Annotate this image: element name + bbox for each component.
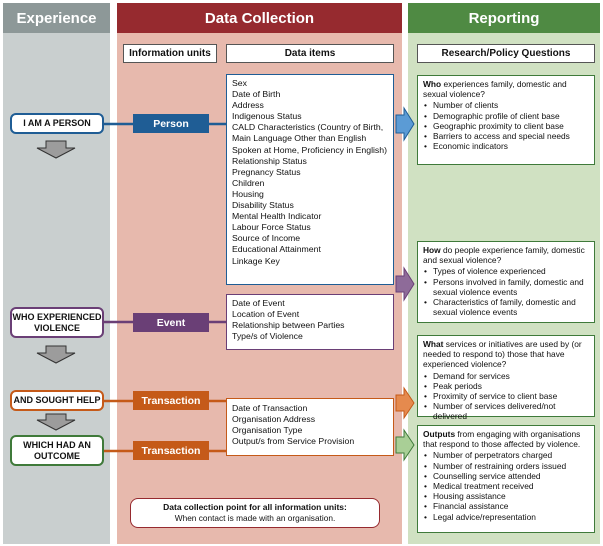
data-item: Housing — [232, 188, 264, 199]
experience-header: Experience — [3, 3, 110, 33]
data-item: Organisation Address — [232, 414, 316, 425]
list-item: Characteristics of family, domestic and … — [423, 297, 589, 317]
question-text: from engaging with organisations that re… — [423, 429, 581, 450]
data-item: Main Language Other than English — [232, 133, 367, 144]
question-how: How do people experience family, domesti… — [417, 241, 595, 323]
data-item: CALD Characteristics (Country of Birth, — [232, 122, 384, 133]
unit-transaction-outcome: Transaction — [133, 441, 209, 460]
experience-step-outcome: WHICH HAD AN OUTCOME — [10, 435, 104, 466]
data-item: Sex — [232, 78, 247, 88]
list-item: Demand for services — [423, 371, 589, 381]
event-data-items: Date of Event Location of Event Relation… — [226, 294, 394, 350]
right-arrow-icon — [395, 428, 415, 462]
list-item: Medical treatment received — [423, 481, 589, 491]
list-item: Barriers to access and special needs — [423, 131, 589, 141]
question-heading: What services or initiatives are used by… — [423, 339, 589, 370]
question-lead: What — [423, 339, 444, 349]
question-what: What services or initiatives are used by… — [417, 335, 595, 421]
data-collection-header: Data Collection — [117, 3, 402, 33]
experience-step-help: AND SOUGHT HELP — [10, 390, 104, 411]
data-item: Type/s of Violence — [232, 331, 303, 342]
unit-person: Person — [133, 114, 209, 133]
list-item: Financial assistance — [423, 501, 589, 511]
data-item: Spoken at Home, Proficiency in English) — [232, 144, 388, 155]
list-item: Number of perpetrators charged — [423, 450, 589, 460]
down-arrow-icon — [36, 345, 76, 364]
list-item: Housing assistance — [423, 491, 589, 501]
question-heading: How do people experience family, domesti… — [423, 245, 589, 265]
list-item: Peak periods — [423, 381, 589, 391]
note-text: When contact is made with an organisatio… — [174, 513, 336, 523]
list-item: Number of restraining orders issued — [423, 461, 589, 471]
person-data-items: Sex Date of Birth Address Indigenous Sta… — [226, 74, 394, 285]
data-item: Mental Health Indicator — [232, 211, 322, 222]
collection-point-note: Data collection point for all informatio… — [130, 498, 380, 528]
question-lead: Who — [423, 79, 442, 89]
down-arrow-icon — [36, 413, 76, 431]
right-arrow-icon — [395, 106, 415, 142]
question-list: Number of perpetrators charged Number of… — [423, 450, 589, 522]
research-questions-subheader: Research/Policy Questions — [417, 44, 595, 63]
question-lead: How — [423, 245, 441, 255]
data-item: Date of Transaction — [232, 403, 308, 413]
right-arrow-icon — [395, 266, 415, 302]
list-item: Persons involved in family, domestic and… — [423, 277, 589, 297]
unit-event: Event — [133, 313, 209, 332]
experience-step-violence: WHO EXPERIENCED VIOLENCE — [10, 307, 104, 338]
right-arrow-icon — [395, 386, 415, 420]
data-item: Educational Attainment — [232, 244, 321, 255]
data-item: Children — [232, 177, 265, 188]
question-outputs: Outputs from engaging with organisations… — [417, 425, 595, 533]
question-who: Who experiences family, domestic and sex… — [417, 75, 595, 165]
list-item: Number of services delivered/not deliver… — [423, 401, 589, 421]
information-units-subheader: Information units — [123, 44, 217, 63]
list-item: Types of violence experienced — [423, 266, 589, 276]
data-item: Address — [232, 100, 264, 111]
list-item: Economic indicators — [423, 141, 589, 151]
unit-transaction-help: Transaction — [133, 391, 209, 410]
data-item: Pregnancy Status — [232, 166, 301, 177]
data-item: Indigenous Status — [232, 111, 302, 122]
question-heading: Outputs from engaging with organisations… — [423, 429, 589, 449]
data-item: Output/s from Service Provision — [232, 436, 355, 447]
question-list: Number of clients Demographic profile of… — [423, 100, 589, 151]
list-item: Legal advice/representation — [423, 512, 589, 522]
list-item: Geographic proximity to client base — [423, 121, 589, 131]
question-text: services or initiatives are used by (or … — [423, 339, 582, 370]
question-text: do people experience family, domestic an… — [423, 245, 585, 266]
reporting-header: Reporting — [408, 3, 600, 33]
data-item: Relationship between Parties — [232, 320, 345, 331]
question-text: experiences family, domestic and sexual … — [423, 79, 567, 100]
experience-step-person: I AM A PERSON — [10, 113, 104, 134]
list-item: Number of clients — [423, 100, 589, 110]
data-item: Organisation Type — [232, 425, 303, 436]
data-item: Labour Force Status — [232, 222, 311, 233]
data-item: Date of Birth — [232, 89, 281, 100]
note-title: Data collection point for all informatio… — [163, 502, 347, 512]
data-item: Linkage Key — [232, 255, 280, 266]
question-list: Types of violence experienced Persons in… — [423, 266, 589, 317]
data-item: Source of Income — [232, 233, 301, 244]
transaction-data-items: Date of Transaction Organisation Address… — [226, 398, 394, 456]
question-lead: Outputs — [423, 429, 456, 439]
list-item: Proximity of service to client base — [423, 391, 589, 401]
data-item: Relationship Status — [232, 155, 307, 166]
question-list: Demand for services Peak periods Proximi… — [423, 371, 589, 422]
data-item: Disability Status — [232, 200, 294, 211]
question-heading: Who experiences family, domestic and sex… — [423, 79, 589, 99]
list-item: Counselling service attended — [423, 471, 589, 481]
data-item: Location of Event — [232, 309, 300, 320]
data-items-subheader: Data items — [226, 44, 394, 63]
list-item: Demographic profile of client base — [423, 111, 589, 121]
data-item: Date of Event — [232, 298, 285, 308]
down-arrow-icon — [36, 140, 76, 159]
